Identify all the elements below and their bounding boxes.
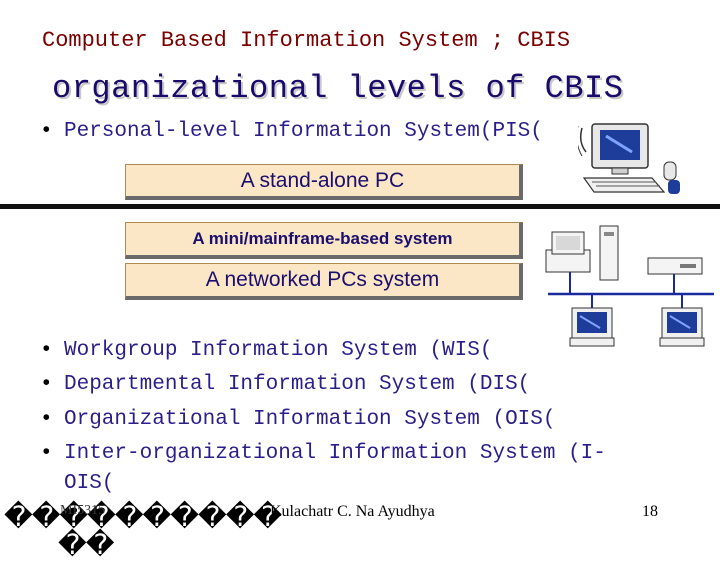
bullet-dis: • Departmental Information System (DIS(	[40, 373, 530, 396]
bullet-marker: •	[40, 408, 53, 431]
footer-course-code: MI5315	[60, 503, 106, 518]
footer-garbled-text-2: ��	[58, 529, 114, 560]
box-networked-pcs: A networked PCs system	[125, 263, 523, 300]
bullet-pis: • Personal-level Information System(PIS(	[40, 120, 543, 143]
bullet-wis-text: Workgroup Information System (WIS(	[64, 339, 493, 362]
bullet-dis-text: Departmental Information System (DIS(	[64, 373, 531, 396]
bullet-iois-text: Inter-organizational Information System …	[64, 442, 606, 465]
box-standalone-pc: A stand-alone PC	[125, 164, 523, 200]
bullet-ois-text: Organizational Information System (OIS(	[64, 408, 556, 431]
bullet-ois: • Organizational Information System (OIS(	[40, 408, 555, 431]
bullet-marker: •	[40, 373, 53, 396]
slide-header: Computer Based Information System ; CBIS	[42, 28, 571, 53]
bullet-marker: •	[40, 442, 53, 465]
bullet-pis-text: Personal-level Information System(PIS(	[64, 120, 543, 143]
footer-page-number: 18	[642, 503, 658, 520]
footer-author: Kulachatr C. Na Ayudhya	[270, 503, 435, 520]
bullet-marker: •	[40, 120, 53, 143]
section-divider	[0, 204, 720, 209]
personal-computer-icon	[578, 123, 680, 194]
slide-subtitle: organizational levels of CBIS	[52, 70, 624, 107]
box-mainframe-system: A mini/mainframe-based system	[125, 222, 523, 259]
bullet-iois: • Inter-organizational Information System…	[40, 442, 606, 465]
bullet-iois-continued: OIS(	[64, 472, 115, 495]
bullet-wis: • Workgroup Information System (WIS(	[40, 339, 492, 362]
network-diagram-icon	[545, 225, 714, 347]
footer-garbled-text: ����������	[4, 501, 282, 532]
bullet-marker: •	[40, 339, 53, 362]
